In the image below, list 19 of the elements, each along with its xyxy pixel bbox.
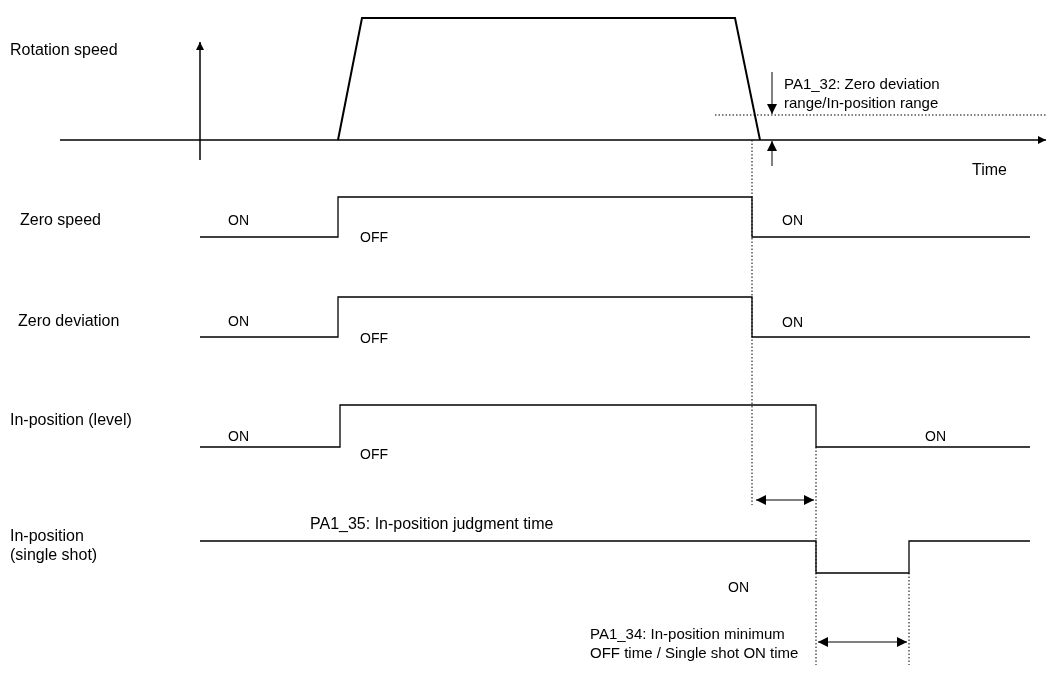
signal-state-label: OFF bbox=[360, 445, 388, 464]
annotation-text: In-position (level) bbox=[10, 410, 132, 429]
annotation-text: Rotation speed bbox=[10, 40, 118, 59]
signal-state-label: ON bbox=[782, 211, 803, 230]
signal-state-label: ON bbox=[228, 427, 249, 446]
signal-state-label: ON bbox=[728, 578, 749, 597]
annotation-text: PA1_35: In-position judgment time bbox=[310, 514, 554, 533]
annotation-text: Zero deviation bbox=[18, 311, 120, 330]
annotation-text: Time bbox=[972, 160, 1007, 179]
signal-state-label: OFF bbox=[360, 329, 388, 348]
annotation-text: In-position (single shot) bbox=[10, 526, 99, 564]
signal-state-label: OFF bbox=[360, 228, 388, 247]
annotation-text: PA1_32: Zero deviation range/In-position range bbox=[784, 74, 941, 112]
annotation-text: PA1_34: In-position minimum OFF time / Single shot ON time bbox=[590, 624, 800, 662]
signal-state-label: ON bbox=[782, 313, 803, 332]
signal-state-label: ON bbox=[925, 427, 946, 446]
annotation-text: Zero speed bbox=[20, 210, 101, 229]
signal-state-label: ON bbox=[228, 312, 249, 331]
signal-state-label: ON bbox=[228, 211, 249, 230]
